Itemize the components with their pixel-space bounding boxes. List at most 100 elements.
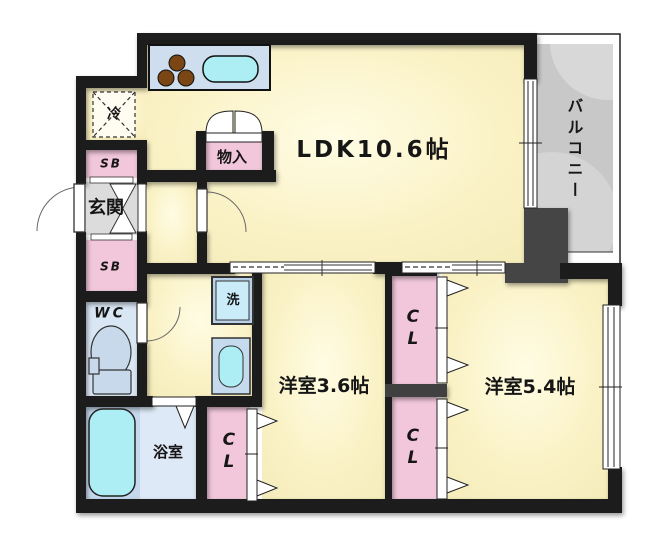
room54-window: [599, 304, 622, 470]
label-closet-lower: CL: [402, 426, 423, 470]
entrance-step: [137, 183, 147, 233]
closet-door-strip: [436, 398, 448, 500]
wall-segment: [76, 232, 86, 503]
bathtub-shape: [88, 408, 136, 497]
doors-and-openings: [36, 78, 622, 502]
wall-segment: [385, 262, 392, 501]
washing-machine: [215, 280, 250, 321]
entrance-cross-mark: [109, 207, 137, 234]
closet-folding-door: [446, 476, 470, 494]
wall-segment: [608, 467, 622, 503]
refrigerator-cross-line: [92, 91, 136, 138]
stove-burner: [157, 69, 175, 87]
sliding-door-track: [229, 261, 376, 274]
label-entrance: 玄関: [88, 197, 124, 219]
walls: [76, 33, 622, 513]
closet-lower-doors: [435, 398, 470, 500]
wc-door-leaf: [136, 302, 148, 344]
label-closet-upper: CL: [402, 307, 423, 351]
closet-door-strip: [246, 408, 258, 502]
wall-segment: [76, 76, 86, 184]
kitchen-fixtures: [148, 44, 271, 91]
label-washer: 洗: [226, 293, 240, 309]
wall-segment: [137, 33, 147, 87]
label-ldk: LDK10.6帖: [296, 136, 452, 163]
wall-segment: [85, 140, 147, 150]
bathtub: [88, 408, 136, 497]
wc-door-arc: [146, 306, 181, 342]
wall-segment: [196, 131, 206, 172]
entrance-door-arc: [36, 186, 82, 232]
western-room-36-floor: [262, 273, 385, 501]
wall-segment: [137, 33, 537, 45]
closet-lower: [392, 397, 437, 500]
bathroom-folding-door: [175, 405, 195, 430]
kitchen-sink: [202, 55, 259, 83]
label-storage: 物入: [216, 148, 248, 167]
storage-door-sill: [205, 132, 263, 143]
wall-segment: [85, 396, 153, 407]
stove-burner: [168, 54, 186, 72]
wall-segment: [137, 140, 147, 185]
wall-segment: [608, 263, 622, 306]
wall-segment: [137, 341, 147, 398]
wall-segment: [197, 230, 207, 266]
sliding-door-room54: [401, 260, 506, 276]
wall-segment: [196, 405, 207, 501]
vanity-basin: [218, 345, 244, 388]
sliding-door-room36: [229, 260, 376, 276]
label-balcony: バルコニー: [564, 97, 584, 203]
wall-segment: [76, 499, 622, 513]
closet-door-strip: [436, 276, 448, 384]
entrance-door-leaf: [73, 183, 86, 233]
balcony-light-patch: [550, 44, 613, 100]
label-wc: WC: [94, 305, 126, 322]
closet-folding-door: [446, 401, 470, 419]
closet-left: [207, 407, 250, 500]
shoe-box-2: [86, 240, 137, 291]
washroom-fixtures: [211, 276, 254, 395]
label-refrigerator: 冷: [107, 106, 121, 123]
wall-segment: [195, 396, 262, 407]
storage-door-right: [234, 110, 263, 134]
stove-burner: [177, 69, 195, 87]
wall-segment: [76, 76, 147, 88]
label-shoe-box-2: SB: [100, 259, 122, 274]
wall-segment: [197, 178, 207, 191]
shoe-box-divider: [90, 233, 133, 241]
storage-door-left: [205, 110, 234, 134]
wall-segment: [524, 45, 537, 81]
ldk-door-arc: [206, 191, 247, 233]
closet-folding-door: [446, 356, 470, 374]
refrigerator-space: [92, 91, 136, 138]
toilet-flush-box: [88, 357, 100, 375]
wall-segment: [140, 263, 235, 274]
wall-segment: [262, 131, 274, 172]
label-western-room-54: 洋室5.4帖: [484, 376, 576, 399]
wall-segment: [252, 263, 262, 398]
closet-folding-door: [446, 279, 470, 297]
wall-segment: [385, 384, 447, 397]
balcony-area: [528, 33, 621, 268]
closet-upper-doors: [435, 276, 470, 384]
balcony-window: [519, 78, 542, 209]
wall-segment: [140, 170, 276, 182]
label-bathroom: 浴室: [152, 443, 184, 462]
sliding-door-track: [401, 261, 506, 274]
entrance-cross-mark: [109, 183, 137, 210]
shoe-box-1: [86, 149, 137, 178]
label-western-room-36: 洋室3.6帖: [278, 375, 370, 398]
closet-upper: [392, 276, 437, 384]
wall-segment: [558, 263, 610, 279]
closet-left-doors: [245, 408, 279, 502]
entrance-hall-floor: [147, 178, 197, 266]
wall-segment: [85, 291, 147, 302]
ldk-door-leaf: [196, 188, 208, 233]
closet-folding-door: [256, 479, 279, 497]
bathroom-door-sill: [151, 396, 197, 407]
shoe-box-divider: [89, 176, 134, 184]
label-shoe-box-1: SB: [100, 156, 122, 171]
toilet-fixture: [88, 325, 132, 395]
